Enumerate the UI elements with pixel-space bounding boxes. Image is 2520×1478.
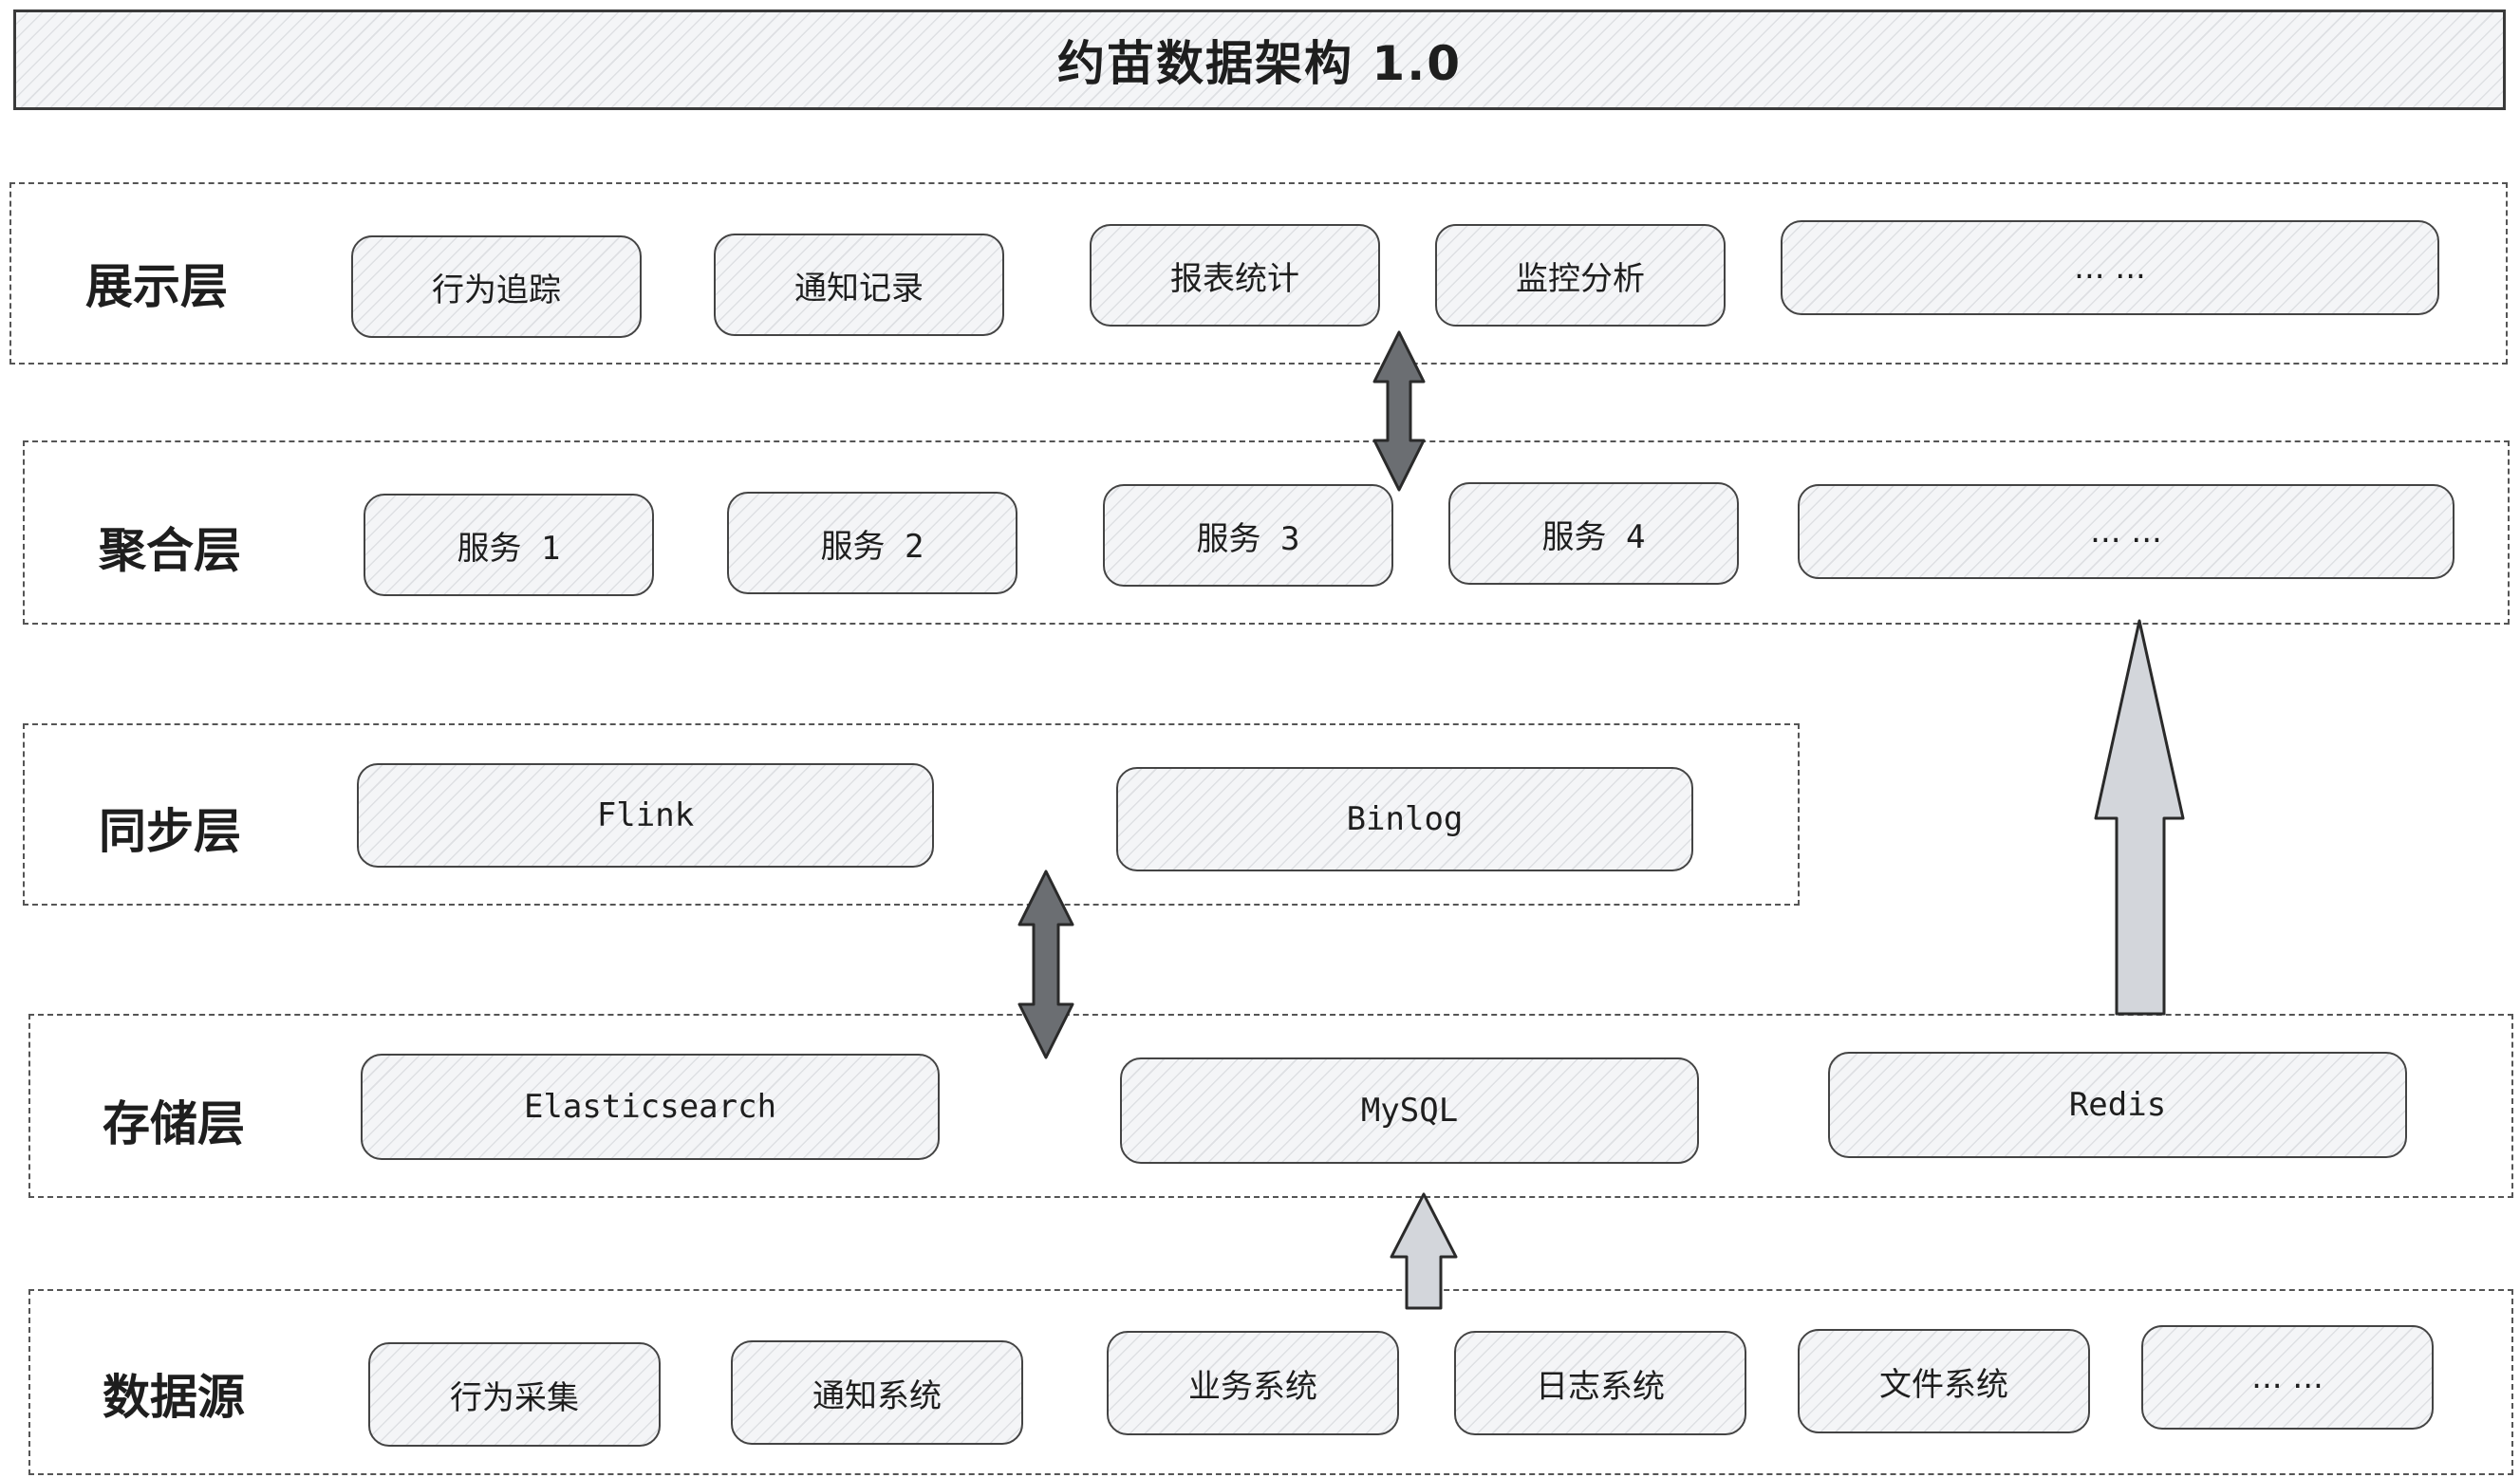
data-source-layer-label: 数据源	[103, 1370, 245, 1425]
node-behavior-tracking: 行为追踪	[351, 235, 642, 338]
node-presentation-more: ... ...	[1781, 220, 2439, 315]
sync-layer-label: 同步层	[99, 804, 241, 859]
data-source-layer	[28, 1289, 2513, 1475]
node-service-1: 服务 1	[364, 494, 654, 596]
node-notification-record: 通知记录	[714, 234, 1004, 336]
node-binlog: Binlog	[1116, 767, 1693, 871]
node-source-more: ... ...	[2141, 1325, 2434, 1430]
up-arrow-sources-mysql	[1390, 1192, 1458, 1310]
node-aggregation-more: ... ...	[1798, 484, 2455, 579]
storage-layer	[28, 1014, 2513, 1198]
node-mysql: MySQL	[1120, 1057, 1699, 1164]
up-arrow-redis-aggregation	[2094, 619, 2185, 1016]
aggregation-layer-label: 聚合层	[99, 523, 241, 578]
presentation-layer-label: 展示层	[85, 259, 228, 314]
sync-layer	[23, 723, 1800, 906]
node-report-statistics: 报表统计	[1090, 224, 1380, 327]
node-service-3: 服务 3	[1103, 484, 1393, 587]
node-business-system: 业务系统	[1107, 1331, 1399, 1435]
node-elasticsearch: Elasticsearch	[361, 1054, 940, 1160]
node-flink: Flink	[357, 763, 934, 868]
node-log-system: 日志系统	[1454, 1331, 1746, 1435]
aggregation-layer	[23, 440, 2510, 625]
node-service-4: 服务 4	[1448, 482, 1739, 585]
double-arrow-presentation-aggregation	[1372, 330, 1426, 492]
diagram-title: 约苗数据架构 1.0	[13, 9, 2506, 110]
presentation-layer	[9, 182, 2508, 365]
storage-layer-label: 存储层	[103, 1096, 245, 1151]
node-monitoring-analysis: 监控分析	[1435, 224, 1726, 327]
node-file-system: 文件系统	[1798, 1329, 2090, 1433]
node-service-2: 服务 2	[727, 492, 1017, 594]
double-arrow-sync-storage	[1017, 870, 1074, 1059]
node-notification-system: 通知系统	[731, 1340, 1023, 1445]
node-redis: Redis	[1828, 1052, 2407, 1158]
node-behavior-collection: 行为采集	[368, 1342, 661, 1447]
